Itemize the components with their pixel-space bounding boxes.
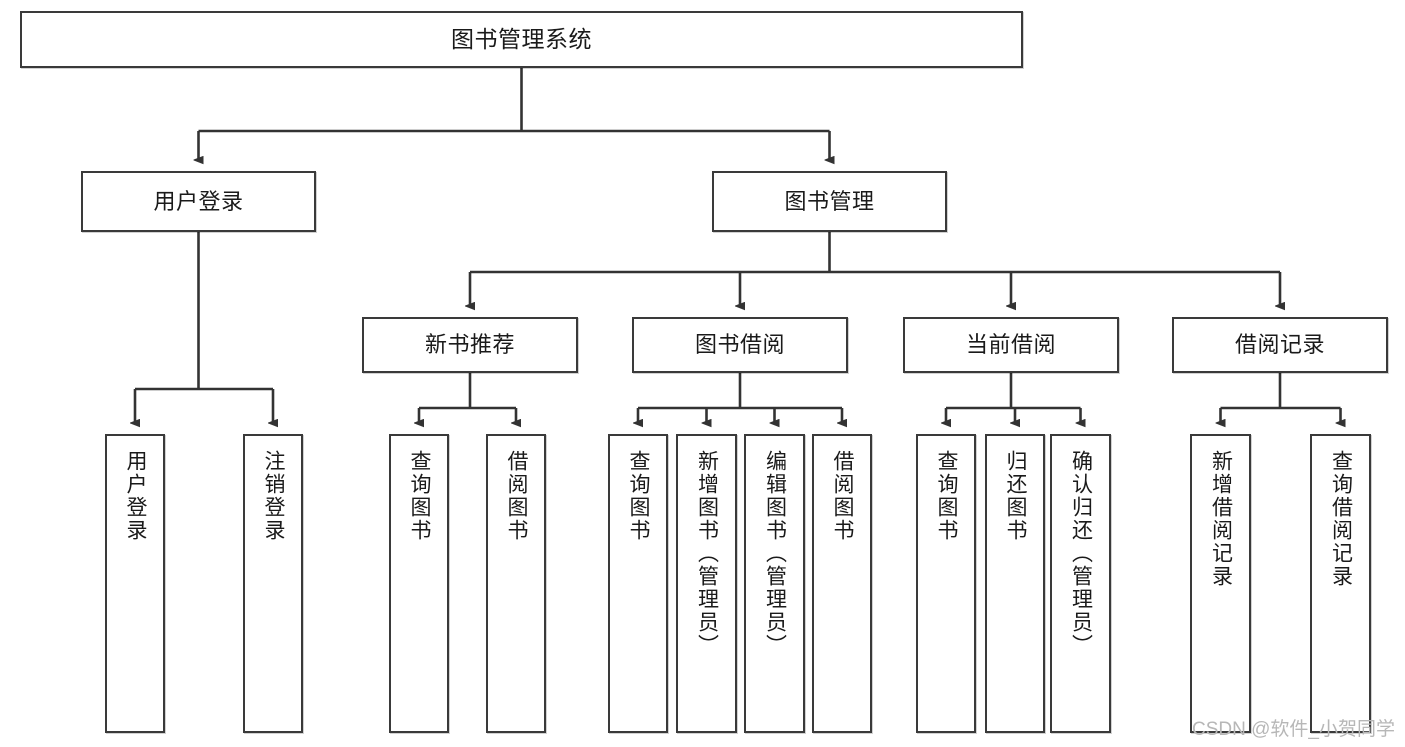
level3-node-2[interactable]: 当前借阅 <box>903 317 1119 373</box>
node-label: 查询图书 <box>408 450 432 542</box>
leaf-node-12[interactable]: 查询借阅记录 <box>1310 434 1371 733</box>
node-label: 新书推荐 <box>424 332 515 358</box>
node-label: 确认归还（管理员） <box>1069 450 1093 657</box>
node-label: 查询图书 <box>627 450 651 542</box>
leaf-node-4[interactable]: 查询图书 <box>608 434 668 733</box>
leaf-node-0[interactable]: 用户登录 <box>105 434 165 733</box>
node-label: 图书管理系统 <box>451 25 592 52</box>
level2-node-0[interactable]: 用户登录 <box>81 171 316 232</box>
node-label: 图书借阅 <box>694 332 785 358</box>
node-label: 查询图书 <box>935 450 959 542</box>
leaf-node-8[interactable]: 查询图书 <box>916 434 976 733</box>
leaf-node-11[interactable]: 新增借阅记录 <box>1190 434 1251 733</box>
leaf-node-1[interactable]: 注销登录 <box>243 434 303 733</box>
level3-node-1[interactable]: 图书借阅 <box>632 317 848 373</box>
level3-node-0[interactable]: 新书推荐 <box>362 317 578 373</box>
level3-node-3[interactable]: 借阅记录 <box>1172 317 1388 373</box>
leaf-node-3[interactable]: 借阅图书 <box>486 434 546 733</box>
root-node[interactable]: 图书管理系统 <box>20 11 1023 68</box>
csdn-watermark: CSDN @软件_小贺同学 <box>1192 719 1395 740</box>
node-label: 新增借阅记录 <box>1209 450 1233 588</box>
node-label: 新增图书（管理员） <box>695 450 719 657</box>
leaf-node-10[interactable]: 确认归还（管理员） <box>1050 434 1111 733</box>
node-label: 用户登录 <box>124 450 148 542</box>
node-label: 用户登录 <box>153 188 244 214</box>
node-label: 编辑图书（管理员） <box>763 450 787 657</box>
node-label: 查询借阅记录 <box>1329 450 1353 588</box>
node-label: 图书管理 <box>784 188 875 214</box>
leaf-node-5[interactable]: 新增图书（管理员） <box>676 434 737 733</box>
node-label: 借阅图书 <box>831 450 855 542</box>
level2-node-1[interactable]: 图书管理 <box>712 171 947 232</box>
node-label: 当前借阅 <box>965 332 1056 358</box>
leaf-node-7[interactable]: 借阅图书 <box>812 434 872 733</box>
leaf-node-6[interactable]: 编辑图书（管理员） <box>744 434 805 733</box>
leaf-node-9[interactable]: 归还图书 <box>985 434 1045 733</box>
node-label: 注销登录 <box>262 450 286 542</box>
leaf-node-2[interactable]: 查询图书 <box>389 434 449 733</box>
node-label: 借阅记录 <box>1234 332 1325 358</box>
node-label: 借阅图书 <box>505 450 529 542</box>
node-label: 归还图书 <box>1004 450 1028 542</box>
